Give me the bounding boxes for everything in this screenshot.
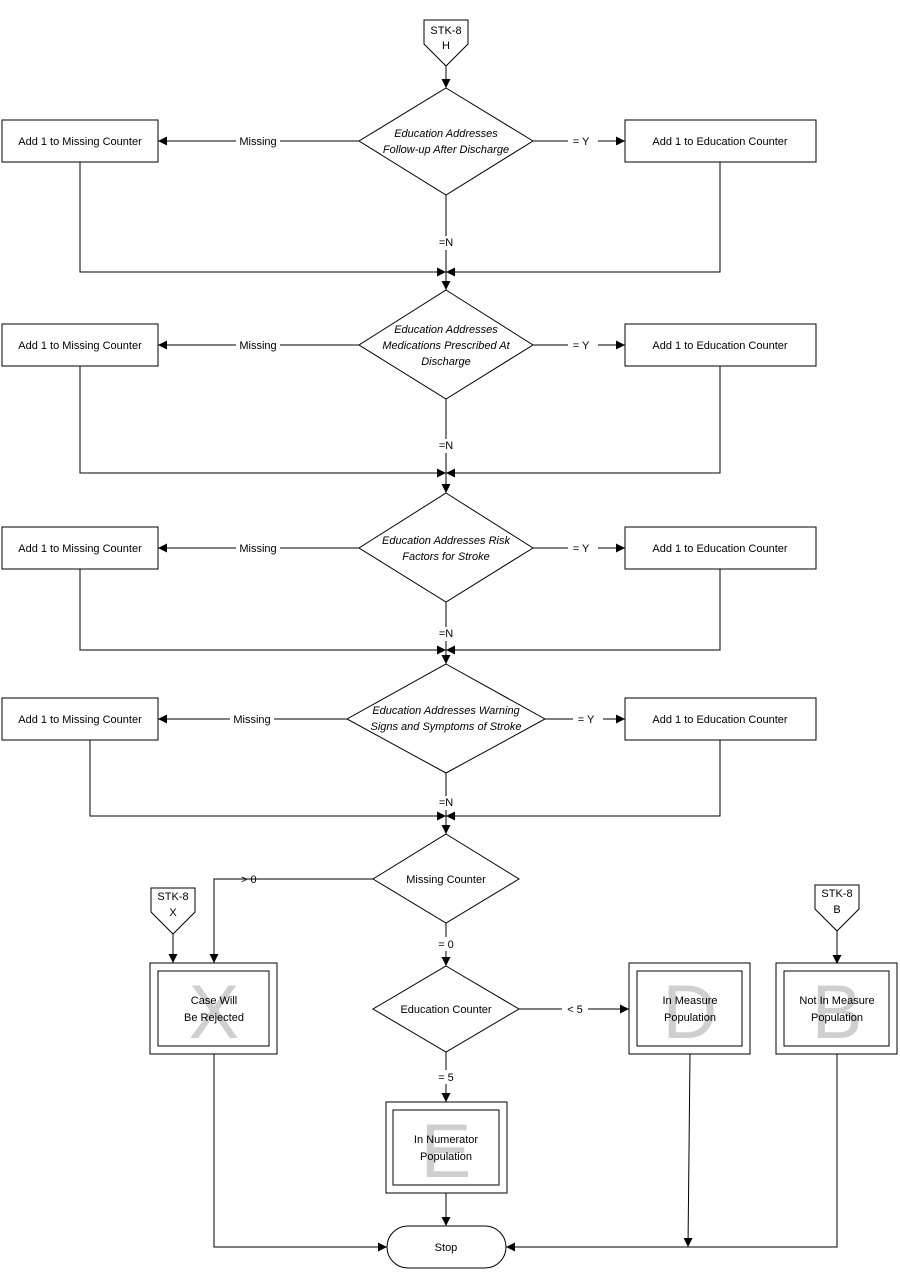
outcome-text: Be Rejected bbox=[184, 1012, 244, 1024]
edge-label-eq5: = 5 bbox=[438, 1072, 454, 1084]
edge-label-no: =N bbox=[439, 237, 453, 249]
connector-code: STK-8 bbox=[821, 888, 852, 900]
outcome-not-in-measure: B Not In Measure Population bbox=[775, 962, 898, 1055]
edge-label-yes: = Y bbox=[573, 340, 590, 352]
decision-text: Discharge bbox=[421, 356, 471, 368]
decision-missing-counter: Missing Counter bbox=[372, 833, 520, 924]
arrow bbox=[89, 740, 446, 821]
edge-label-gt0: > 0 bbox=[241, 874, 257, 886]
arrow bbox=[79, 366, 446, 478]
arrow bbox=[446, 162, 721, 277]
arrow bbox=[506, 1054, 838, 1252]
missing-box-2: Add 1 to Missing Counter bbox=[1, 323, 159, 367]
decision-text: Factors for Stroke bbox=[402, 551, 489, 563]
connector-stk8-h: STK-8 H bbox=[423, 19, 469, 67]
category-letter: E bbox=[421, 1109, 472, 1194]
arrow bbox=[79, 162, 446, 277]
edge-label-missing: Missing bbox=[239, 543, 276, 555]
education-box-2: Add 1 to Education Counter bbox=[624, 323, 817, 367]
stop-label: Stop bbox=[435, 1242, 458, 1254]
missing-box-3: Add 1 to Missing Counter bbox=[1, 526, 159, 570]
decision-text: Follow-up After Discharge bbox=[383, 144, 509, 156]
edge-label-missing: Missing bbox=[239, 340, 276, 352]
outcome-text: Population bbox=[811, 1012, 863, 1024]
decision-education-counter: Education Counter bbox=[372, 965, 520, 1053]
box-label: Add 1 to Missing Counter bbox=[18, 543, 142, 555]
decision-text: Education Addresses bbox=[394, 128, 498, 140]
outcome-in-numerator: E In Numerator Population bbox=[385, 1101, 508, 1194]
outcome-in-measure: D In Measure Population bbox=[628, 962, 751, 1055]
outcome-text: In Measure bbox=[662, 995, 717, 1007]
connector-letter: H bbox=[442, 40, 450, 52]
decision-text: Education Addresses Risk bbox=[382, 535, 510, 547]
box-label: Add 1 to Education Counter bbox=[652, 340, 787, 352]
edge-label-missing: Missing bbox=[239, 136, 276, 148]
category-letter: X bbox=[189, 970, 240, 1055]
outcome-text: Population bbox=[420, 1151, 472, 1163]
arrow bbox=[446, 740, 721, 821]
connector-stk8-b: STK-8 B bbox=[814, 884, 860, 932]
education-box-4: Add 1 to Education Counter bbox=[624, 697, 817, 741]
arrow bbox=[209, 878, 373, 963]
category-letter: D bbox=[663, 970, 718, 1055]
edge-label-yes: = Y bbox=[578, 714, 595, 726]
decision-text: Education Addresses Warning bbox=[372, 705, 520, 717]
edge-label-missing: Missing bbox=[233, 714, 270, 726]
edge-label-no: =N bbox=[439, 628, 453, 640]
outcome-rejected: X Case Will Be Rejected bbox=[149, 962, 278, 1055]
edge-label-no: =N bbox=[439, 797, 453, 809]
connector-code: STK-8 bbox=[157, 891, 188, 903]
decision-text: Missing Counter bbox=[406, 874, 486, 886]
arrow bbox=[446, 366, 721, 478]
education-box-3: Add 1 to Education Counter bbox=[624, 526, 817, 570]
decision-risk-factors: Education Addresses Risk Factors for Str… bbox=[358, 492, 534, 603]
missing-box-4: Add 1 to Missing Counter bbox=[1, 697, 159, 741]
outcome-text: Not In Measure bbox=[799, 995, 874, 1007]
box-label: Add 1 to Education Counter bbox=[652, 136, 787, 148]
edge-label-yes: = Y bbox=[573, 543, 590, 555]
box-label: Add 1 to Missing Counter bbox=[18, 136, 142, 148]
outcome-text: Population bbox=[664, 1012, 716, 1024]
edge-label-lt5: < 5 bbox=[567, 1004, 583, 1016]
outcome-text: In Numerator bbox=[414, 1134, 479, 1146]
arrow bbox=[446, 569, 721, 655]
decision-text: Education Addresses bbox=[394, 324, 498, 336]
edge-label-yes: = Y bbox=[573, 136, 590, 148]
decision-text: Medications Prescribed At bbox=[382, 340, 510, 352]
category-letter: B bbox=[812, 970, 863, 1055]
box-label: Add 1 to Education Counter bbox=[652, 543, 787, 555]
box-label: Add 1 to Missing Counter bbox=[18, 340, 142, 352]
box-label: Add 1 to Education Counter bbox=[652, 714, 787, 726]
decision-warning-signs: Education Addresses Warning Signs and Sy… bbox=[345, 663, 547, 774]
outcome-text: Case Will bbox=[191, 995, 237, 1007]
decision-text: Education Counter bbox=[400, 1004, 491, 1016]
stop-terminator: Stop bbox=[386, 1225, 507, 1269]
education-box-1: Add 1 to Education Counter bbox=[624, 119, 817, 163]
edge-label-no: =N bbox=[439, 440, 453, 452]
decision-follow-up: Education Addresses Follow-up After Disc… bbox=[358, 87, 534, 196]
connector-letter: X bbox=[169, 907, 177, 919]
connector-letter: B bbox=[833, 904, 840, 916]
decision-medications: Education Addresses Medications Prescrib… bbox=[358, 289, 534, 400]
connector-stk8-x: STK-8 X bbox=[150, 887, 196, 935]
connector-code: STK-8 bbox=[430, 25, 461, 37]
edge-label-eq0: = 0 bbox=[438, 939, 454, 951]
missing-box-1: Add 1 to Missing Counter bbox=[1, 119, 159, 163]
box-label: Add 1 to Missing Counter bbox=[18, 714, 142, 726]
arrow bbox=[683, 1053, 693, 1248]
decision-text: Signs and Symptoms of Stroke bbox=[370, 721, 521, 733]
arrow bbox=[213, 1054, 387, 1252]
arrow bbox=[79, 569, 446, 655]
